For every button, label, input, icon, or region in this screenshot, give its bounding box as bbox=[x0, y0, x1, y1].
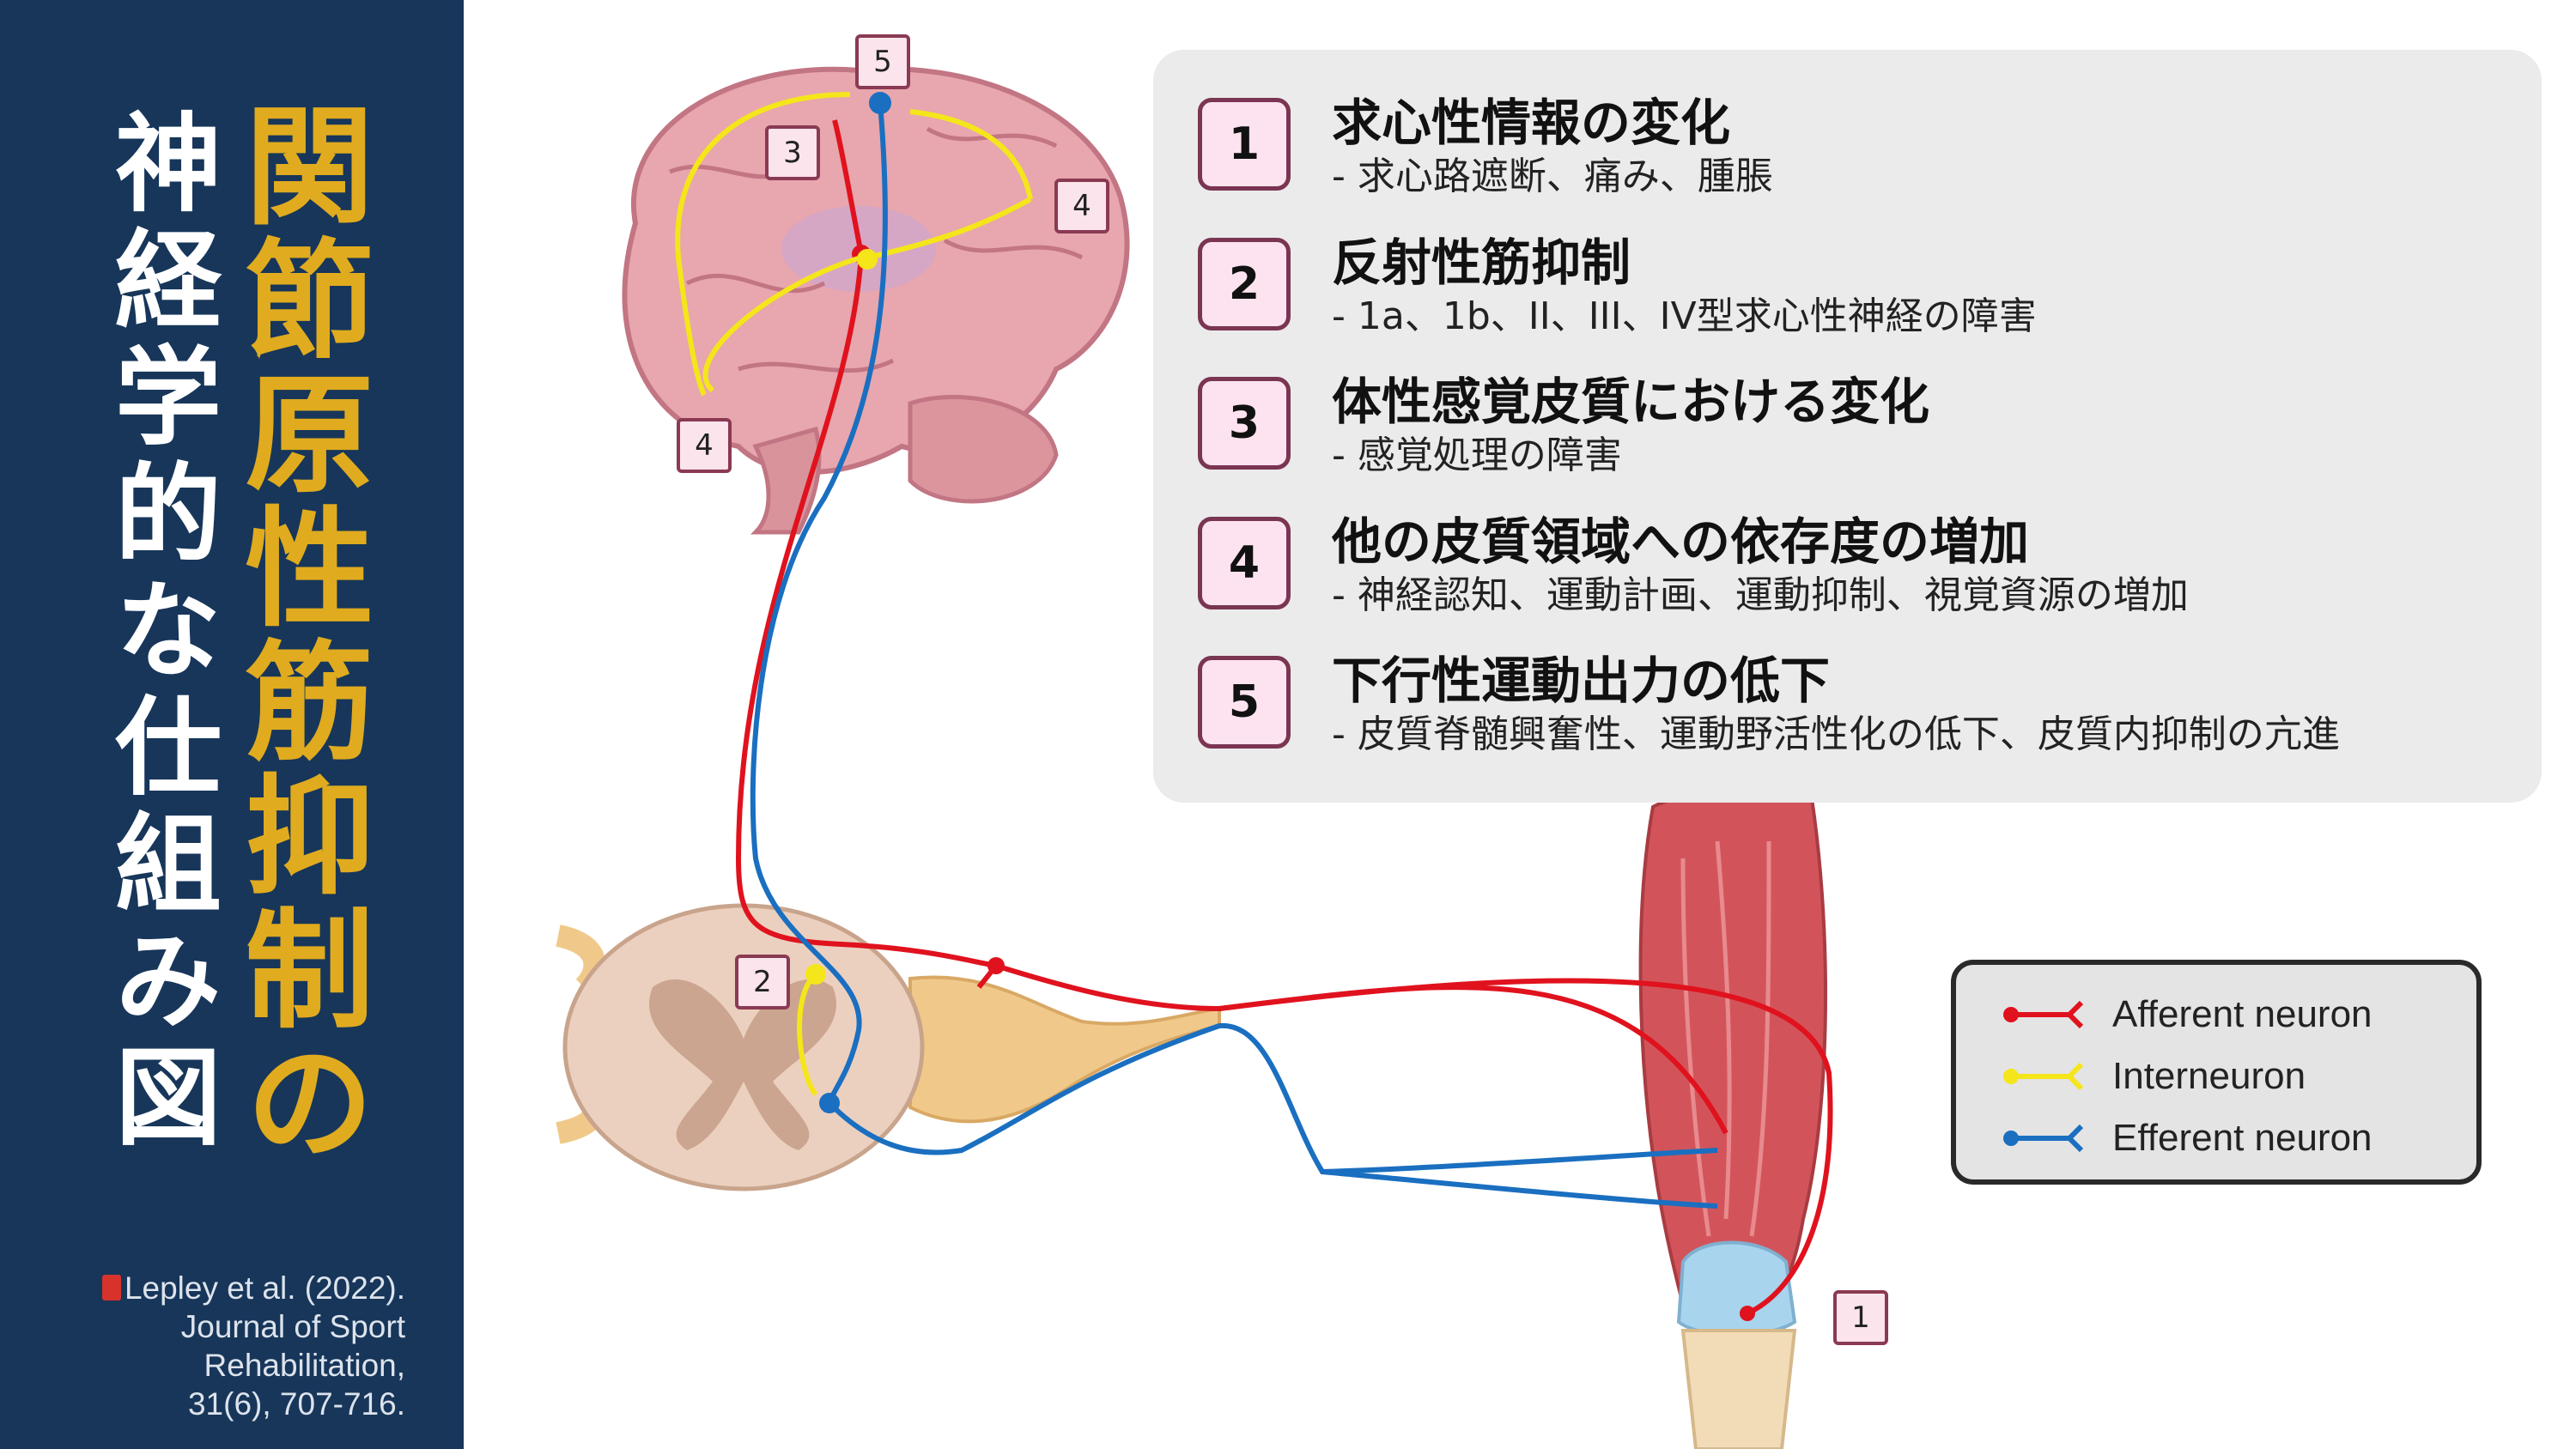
item-number: 4 bbox=[1198, 517, 1291, 609]
legend-label: Afferent neuron bbox=[2112, 993, 2372, 1035]
item-title: 反射性筋抑制 bbox=[1332, 233, 1631, 292]
list-item: 5 下行性運動出力の低下- 皮質脊髄興奮性、運動野活性化の低下、皮質内抑制の亢進 bbox=[1198, 651, 2340, 759]
item-description: - 求心路遮断、痛み、腫脹 bbox=[1332, 155, 1773, 198]
interneuron-icon bbox=[2003, 1062, 2084, 1091]
item-description: - 皮質脊髄興奮性、運動野活性化の低下、皮質内抑制の亢進 bbox=[1332, 712, 2340, 756]
list-item: 1 求心性情報の変化- 求心路遮断、痛み、腫脹 bbox=[1198, 93, 1773, 201]
diagram-label-4: 4 bbox=[677, 418, 732, 473]
sub-title: 神経学的な仕組み図 bbox=[96, 107, 220, 1158]
main-title: 関節原性筋抑制の bbox=[223, 99, 373, 1170]
citation-line: Rehabilitation, bbox=[204, 1348, 405, 1383]
diagram-label-4: 4 bbox=[1054, 179, 1109, 233]
book-icon bbox=[101, 1275, 121, 1300]
item-number: 3 bbox=[1198, 377, 1291, 470]
list-item: 3 体性感覚皮質における変化- 感覚処理の障害 bbox=[1198, 372, 1929, 480]
item-title: 求心性情報の変化 bbox=[1332, 94, 1731, 152]
interneuron-pathway bbox=[675, 92, 1033, 1096]
item-number: 1 bbox=[1198, 98, 1291, 191]
diagram-label-5: 5 bbox=[855, 34, 910, 89]
afferent-neuron-icon bbox=[2003, 1000, 2084, 1029]
legend-item-interneuron: Interneuron bbox=[2001, 1046, 2476, 1107]
item-title: 他の皮質領域への依存度の増加 bbox=[1332, 512, 2030, 571]
citation-line: Journal of Sport bbox=[180, 1309, 405, 1344]
legend-label: Interneuron bbox=[2112, 1055, 2306, 1097]
legend-item-efferent: Efferent neuron bbox=[2001, 1107, 2476, 1169]
item-number: 2 bbox=[1198, 238, 1291, 330]
citation-line: Lepley et al. (2022). bbox=[124, 1270, 405, 1306]
legend-item-afferent: Afferent neuron bbox=[2001, 984, 2476, 1046]
item-title: 下行性運動出力の低下 bbox=[1332, 652, 1831, 710]
mechanism-list-panel: 1 求心性情報の変化- 求心路遮断、痛み、腫脹 2 反射性筋抑制- 1a、1b、… bbox=[1153, 50, 2542, 803]
leg-muscle-illustration bbox=[1638, 789, 1828, 1449]
item-number: 5 bbox=[1198, 656, 1291, 749]
legend-label: Efferent neuron bbox=[2112, 1117, 2372, 1159]
citation: Lepley et al. (2022). Journal of Sport R… bbox=[101, 1269, 405, 1423]
item-title: 体性感覚皮質における変化 bbox=[1332, 373, 1930, 431]
list-item: 4 他の皮質領域への依存度の増加- 神経認知、運動計画、運動抑制、視覚資源の増加 bbox=[1198, 512, 2189, 620]
diagram-label-1: 1 bbox=[1833, 1290, 1888, 1345]
citation-line: 31(6), 707-716. bbox=[187, 1386, 405, 1422]
diagram-label-3: 3 bbox=[765, 125, 820, 180]
item-description: - 1a、1b、II、III、IV型求心性神経の障害 bbox=[1332, 294, 2037, 338]
legend: Afferent neuron Interneuron Efferent neu… bbox=[1951, 960, 2482, 1185]
spinal-cord-illustration bbox=[555, 903, 1221, 1191]
title-panel: 関節原性筋抑制の 神経学的な仕組み図 Lepley et al. (2022).… bbox=[0, 0, 464, 1449]
list-item: 2 反射性筋抑制- 1a、1b、II、III、IV型求心性神経の障害 bbox=[1198, 233, 2037, 341]
item-description: - 感覚処理の障害 bbox=[1332, 433, 1622, 477]
efferent-neuron-icon bbox=[2003, 1124, 2084, 1153]
item-description: - 神経認知、運動計画、運動抑制、視覚資源の増加 bbox=[1332, 573, 2189, 617]
diagram-label-2: 2 bbox=[735, 955, 790, 1009]
